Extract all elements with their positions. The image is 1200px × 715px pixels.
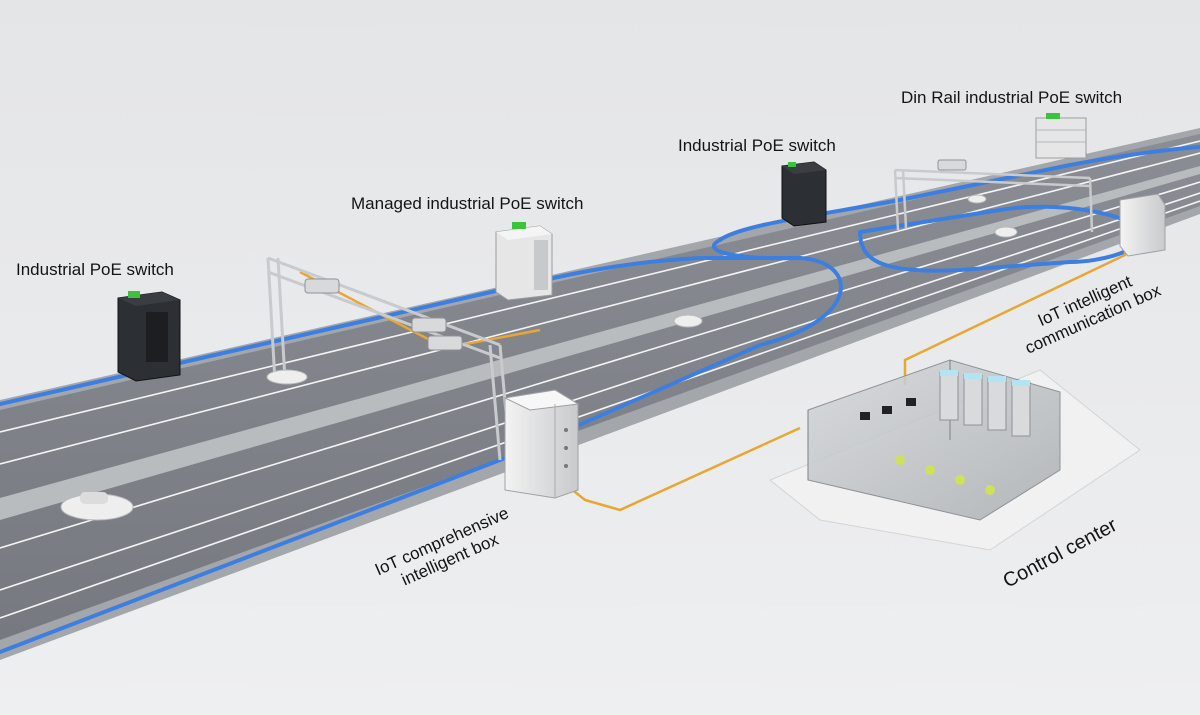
- switch-industrial-left: [117, 291, 181, 382]
- label-industrial-poe-switch-left: Industrial PoE switch: [16, 260, 174, 279]
- label-din-rail-industrial-poe-switch: Din Rail industrial PoE switch: [901, 88, 1123, 107]
- label-managed-industrial-poe-switch: Managed industrial PoE switch: [351, 194, 584, 213]
- car-mid: [673, 314, 703, 328]
- camera-left: [304, 278, 340, 294]
- iot-comprehensive-box-cabinet: [503, 389, 580, 499]
- car-left-front: [60, 492, 134, 521]
- road-median: [0, 166, 1200, 520]
- car-far: [994, 226, 1018, 238]
- control-center-building: [769, 359, 1141, 551]
- switch-din-rail: [1035, 113, 1087, 159]
- switch-industrial-mid: [781, 161, 827, 227]
- gantry-right: [893, 168, 1094, 233]
- label-industrial-poe-switch-mid: Industrial PoE switch: [678, 136, 836, 155]
- car-mid-left: [266, 369, 308, 385]
- car-far-top: [967, 194, 987, 204]
- camera-mid: [411, 317, 447, 333]
- iot-communication-box-cabinet: [1119, 193, 1166, 257]
- lane-markings: [0, 140, 1200, 619]
- switch-managed: [495, 222, 553, 301]
- camera-right-gantry: [937, 159, 967, 171]
- camera-right: [427, 335, 463, 351]
